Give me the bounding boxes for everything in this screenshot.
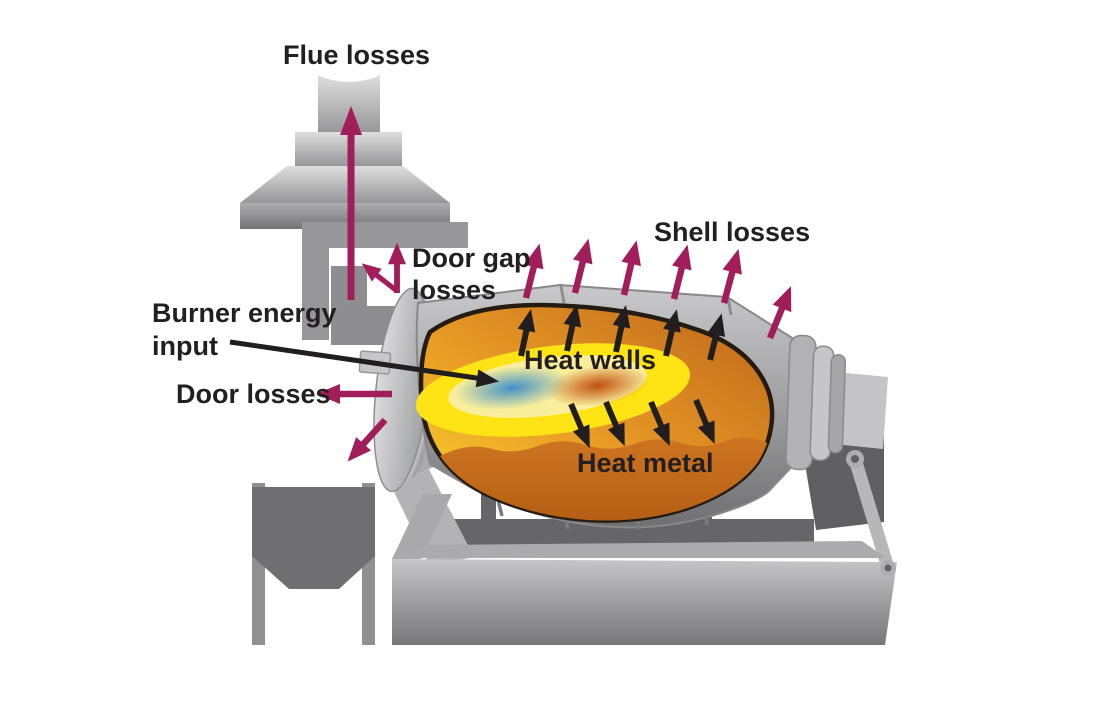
burner-energy-label-line1: Burner energy xyxy=(152,298,337,328)
shell-seam-bottom xyxy=(495,495,709,530)
flue-losses-label: Flue losses xyxy=(283,40,430,70)
neck-ring-3 xyxy=(827,354,847,454)
burner-input-arrow xyxy=(229,339,499,388)
heat-walls-label: Heat walls xyxy=(524,345,656,375)
charge-hopper xyxy=(252,483,375,645)
rod-upper-pivot-pin xyxy=(851,455,859,463)
heat-metal-label: Heat metal xyxy=(577,448,714,478)
door-gap-losses-label-line2: losses xyxy=(412,275,496,305)
flue-loss-arrow xyxy=(340,106,362,300)
flue-hood xyxy=(240,75,450,229)
door-loss-arrow xyxy=(316,384,392,404)
burner-flame xyxy=(415,343,691,437)
hood-skirt xyxy=(240,166,450,203)
door-frame-post xyxy=(302,222,329,340)
hood-chimney xyxy=(318,75,380,133)
neck-rings xyxy=(785,334,847,471)
base-left-wall xyxy=(392,494,452,559)
base-front-face xyxy=(392,559,897,645)
shell-losses-label: Shell losses xyxy=(654,217,810,247)
door-losses-label: Door losses xyxy=(176,379,331,409)
furnace xyxy=(358,284,847,530)
door-frame-lintel xyxy=(302,222,468,248)
shell-seam-top xyxy=(559,285,733,316)
tilt-cylinder-rod xyxy=(848,452,895,575)
flame-red-core xyxy=(546,364,650,407)
hopper-body xyxy=(252,487,375,589)
door-gap-losses-label-line1: Door gap xyxy=(412,243,531,273)
burner-energy-label-line2: input xyxy=(152,331,218,361)
rod-lower-pivot-pin xyxy=(884,564,892,572)
base-top-face xyxy=(392,541,886,558)
